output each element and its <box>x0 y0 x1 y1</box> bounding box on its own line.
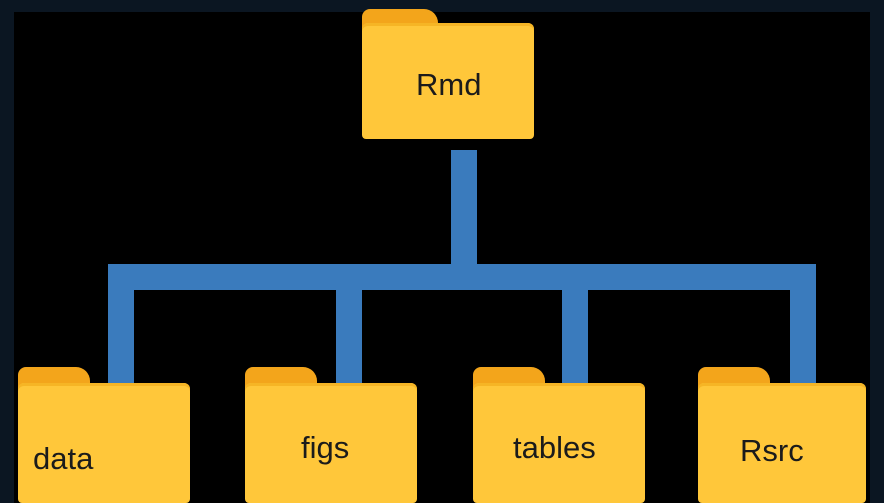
child-folder-label: figs <box>301 430 350 465</box>
root-folder-label: Rmd <box>416 67 482 102</box>
horizontal-bar <box>108 264 816 290</box>
branch-rsrc <box>790 264 816 402</box>
child-folder-label: Rsrc <box>740 433 804 468</box>
root-folder: Rmd <box>362 9 534 139</box>
child-folder-label: data <box>33 441 94 476</box>
tree-connectors <box>108 150 816 402</box>
child-folder-data: data <box>18 367 190 503</box>
root-stem <box>451 150 477 270</box>
branch-data <box>108 264 134 402</box>
child-folder-tables: tables <box>473 367 645 503</box>
child-folder-figs: figs <box>245 367 417 503</box>
child-folder-label: tables <box>513 430 596 465</box>
child-folder-rsrc: Rsrc <box>698 367 866 503</box>
branch-figs <box>336 264 362 392</box>
branch-tables <box>562 264 588 392</box>
